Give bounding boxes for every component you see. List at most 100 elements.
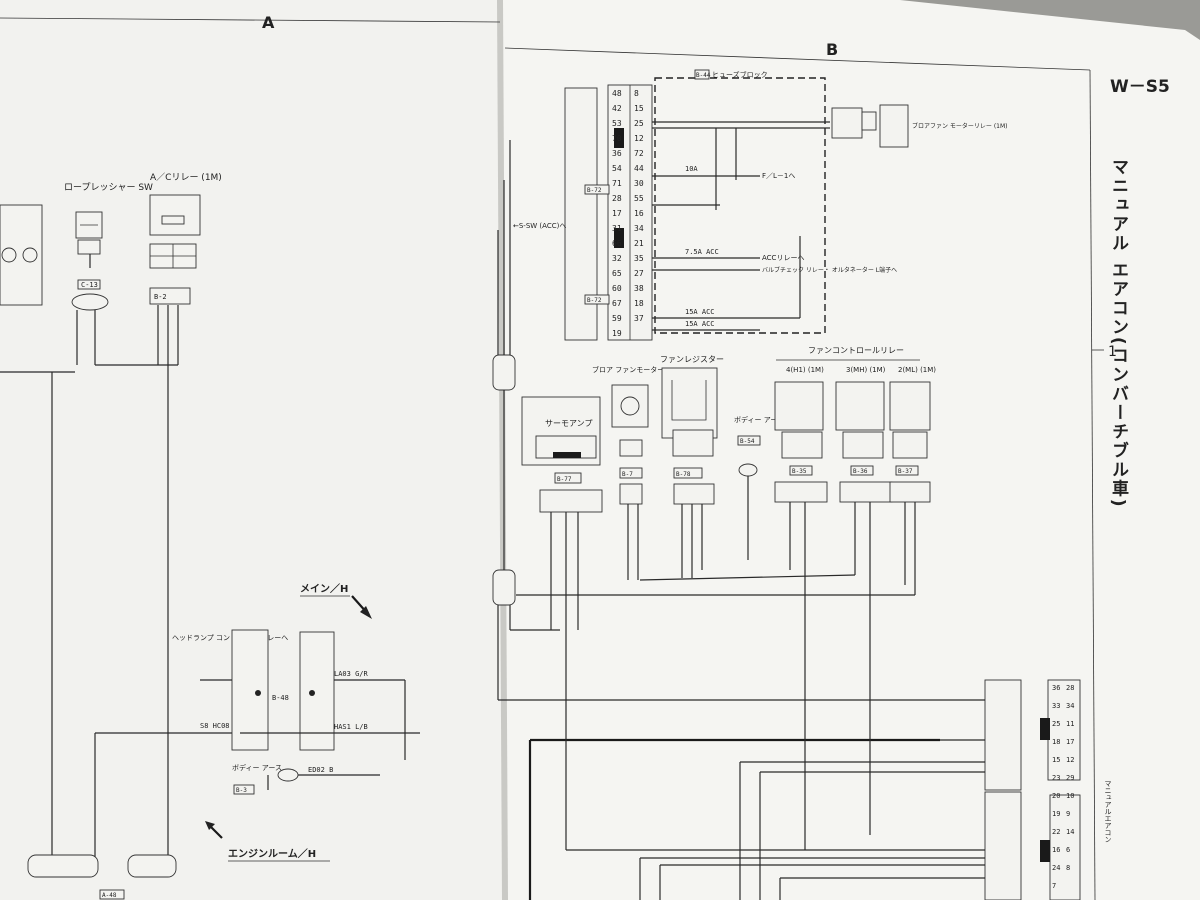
- section-b-label: B: [826, 40, 838, 59]
- main-harness-label: メイン／H: [300, 582, 348, 595]
- svg-text:10A: 10A: [685, 165, 698, 173]
- svg-text:B-72: B-72: [587, 187, 602, 194]
- fan-resistor: [661, 367, 718, 439]
- svg-text:B-48: B-48: [272, 694, 289, 702]
- side-note: マニュアルエアコン: [1104, 780, 1112, 843]
- page-fold: [497, 0, 508, 900]
- svg-text:B-54: B-54: [740, 438, 755, 445]
- connector-pin-code: 59: [612, 314, 622, 323]
- svg-text:B-78: B-78: [676, 471, 691, 478]
- right-border: [1089, 69, 1096, 900]
- svg-text:3(MH) (1M): 3(MH) (1M): [846, 366, 886, 374]
- svg-text:B-35: B-35: [792, 468, 807, 475]
- connector-pin-code: 25: [634, 119, 644, 128]
- page-code: W－S5: [1110, 77, 1170, 97]
- left-page: [0, 0, 505, 900]
- svg-text:B-37: B-37: [898, 468, 913, 475]
- engine-harness-label: エンジンルーム／H: [228, 847, 316, 860]
- right-connector-d: [1049, 794, 1081, 900]
- svg-text:A-48: A-48: [102, 892, 117, 899]
- svg-text:C-13: C-13: [81, 281, 98, 289]
- svg-text:15A ACC: 15A ACC: [685, 320, 715, 328]
- connector-pin-code: 38: [634, 284, 644, 293]
- connector-pin-code: 44: [634, 164, 644, 173]
- connector-pin-code: 37: [634, 314, 644, 323]
- ac-relay-label: A／Cリレー (1M): [150, 172, 222, 183]
- connector-main-b: [299, 631, 335, 751]
- svg-text:HAS1 L/B: HAS1 L/B: [334, 723, 368, 731]
- right-connector-pin-code: 8: [1066, 864, 1070, 872]
- svg-text:B-3: B-3: [236, 787, 247, 794]
- right-connector-pin-code: 9: [1066, 810, 1070, 818]
- connector-pin-code: 72: [634, 149, 644, 158]
- svg-text:S8 HC08: S8 HC08: [200, 722, 230, 730]
- body-ground-label-right: ボディー アース: [734, 415, 784, 424]
- right-connector-pin-code: 6: [1066, 846, 1070, 854]
- blower-relay-label: ブロアファン モーターリレー (1M): [912, 122, 1008, 130]
- connector-pin-code: 32: [612, 254, 622, 263]
- connector-pin-code: 17: [612, 209, 622, 218]
- connector-pin-code: 21: [634, 239, 644, 248]
- connector-pin-code: 34: [634, 224, 644, 233]
- fuse-block: [654, 77, 826, 334]
- connector-pin-code: 65: [612, 269, 622, 278]
- section-a-label: A: [262, 13, 275, 32]
- right-connector-pin-code: 11: [1066, 720, 1074, 728]
- body-ground-label-left: ボディー アース: [232, 763, 282, 772]
- low-pressure-sw-label: ロープレッシャー SW: [64, 182, 153, 193]
- right-connector-pin-code: 19: [1052, 810, 1060, 818]
- connector-main-a: [231, 629, 269, 751]
- connector-pin-code: 35: [634, 254, 644, 263]
- right-connector-pin-code: 24: [1052, 864, 1060, 872]
- thermo-amp-label: サーモアンプ: [545, 419, 592, 428]
- connector-pin-code: 54: [612, 164, 622, 173]
- blower-relay: [879, 104, 909, 148]
- connector-pin-code: 53: [612, 119, 622, 128]
- right-connector-pin-code: 22: [1052, 828, 1060, 836]
- connector-pin-code: 55: [634, 194, 644, 203]
- fuse-block-label: ヒューズブロック: [712, 70, 768, 79]
- right-connector-pin-code: 15: [1052, 756, 1060, 764]
- right-connector-pin-code: 16: [1052, 846, 1060, 854]
- connector-pin-code: 67: [612, 299, 622, 308]
- connector-pin-code: 42: [612, 104, 622, 113]
- connector-pin-code: 60: [612, 284, 622, 293]
- fan-resistor-label: ファンレジスター: [660, 355, 724, 364]
- connector-pin-code: 31: [612, 224, 622, 233]
- connector-pin-code: 66: [612, 239, 622, 248]
- connector-pin-code: 27: [634, 269, 644, 278]
- connector-pin-code: 70: [612, 134, 622, 143]
- connector-pin-code: 19: [612, 329, 622, 338]
- svg-text:B-7: B-7: [622, 471, 633, 478]
- right-connector-c: [984, 791, 1022, 900]
- right-connector-pin-code: 10: [1066, 792, 1074, 800]
- row-marker: 1: [1108, 344, 1117, 360]
- valve-check-label: バルブチェック リレー・ オルタネーター L端子へ: [762, 266, 897, 274]
- relay-ml: 2(ML) (1M) B-37: [889, 366, 936, 503]
- right-connector-pin-code: 33: [1052, 702, 1060, 710]
- svg-text:LA03 G/R: LA03 G/R: [334, 670, 369, 678]
- svg-text:ED02 B: ED02 B: [308, 766, 333, 774]
- connector-pin-code: 36: [612, 149, 622, 158]
- right-connector-pin-code: 29: [1066, 774, 1074, 782]
- right-connector-pin-code: 25: [1052, 720, 1060, 728]
- connector-pin-code: 30: [634, 179, 644, 188]
- right-connector-pin-code: 18: [1052, 738, 1060, 746]
- svg-text:B-72: B-72: [587, 297, 602, 304]
- connector-pin-code: 48: [612, 89, 622, 98]
- svg-text:B-77: B-77: [557, 476, 572, 483]
- connector-pin-code: 12: [634, 134, 644, 143]
- connector-pin-code: 8: [634, 89, 639, 98]
- fan-control-relay-label: ファンコントロールリレー: [808, 346, 904, 355]
- engine-connector-b: [127, 854, 177, 878]
- connector-pin-code: 16: [634, 209, 644, 218]
- svg-text:4(H1) (1M): 4(H1) (1M): [786, 366, 824, 374]
- to-acc-relay: ACCリレーへ: [762, 254, 804, 262]
- engine-connector-a: [27, 854, 99, 878]
- right-connector-b: [1047, 679, 1081, 781]
- connector-pin-code: 15: [634, 104, 644, 113]
- right-connector-pin-code: 23: [1052, 774, 1060, 782]
